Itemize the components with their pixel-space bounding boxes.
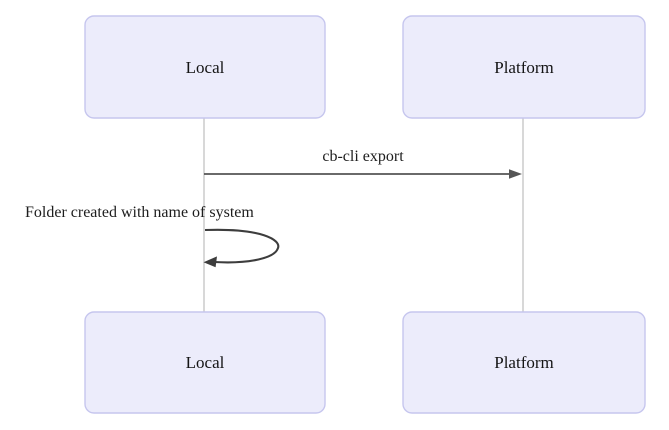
message-label-folder-created: Folder created with name of system xyxy=(25,204,254,221)
message-arrowhead-cb-cli-export xyxy=(509,169,522,179)
actor-label-local-top: Local xyxy=(186,58,225,77)
message-label-cb-cli-export: cb-cli export xyxy=(322,148,404,165)
actor-box-local-top[interactable] xyxy=(84,15,326,119)
message-arrowhead-folder-created xyxy=(203,256,217,268)
message-loop-folder-created xyxy=(204,228,280,264)
actor-label-platform-top: Platform xyxy=(494,58,554,77)
actor-label-local-bottom: Local xyxy=(186,353,225,372)
actor-box-platform-bottom[interactable] xyxy=(402,311,646,414)
actor-box-platform-top[interactable] xyxy=(402,15,646,119)
actor-label-platform-bottom: Platform xyxy=(494,353,554,372)
actor-box-local-bottom[interactable] xyxy=(84,311,326,414)
